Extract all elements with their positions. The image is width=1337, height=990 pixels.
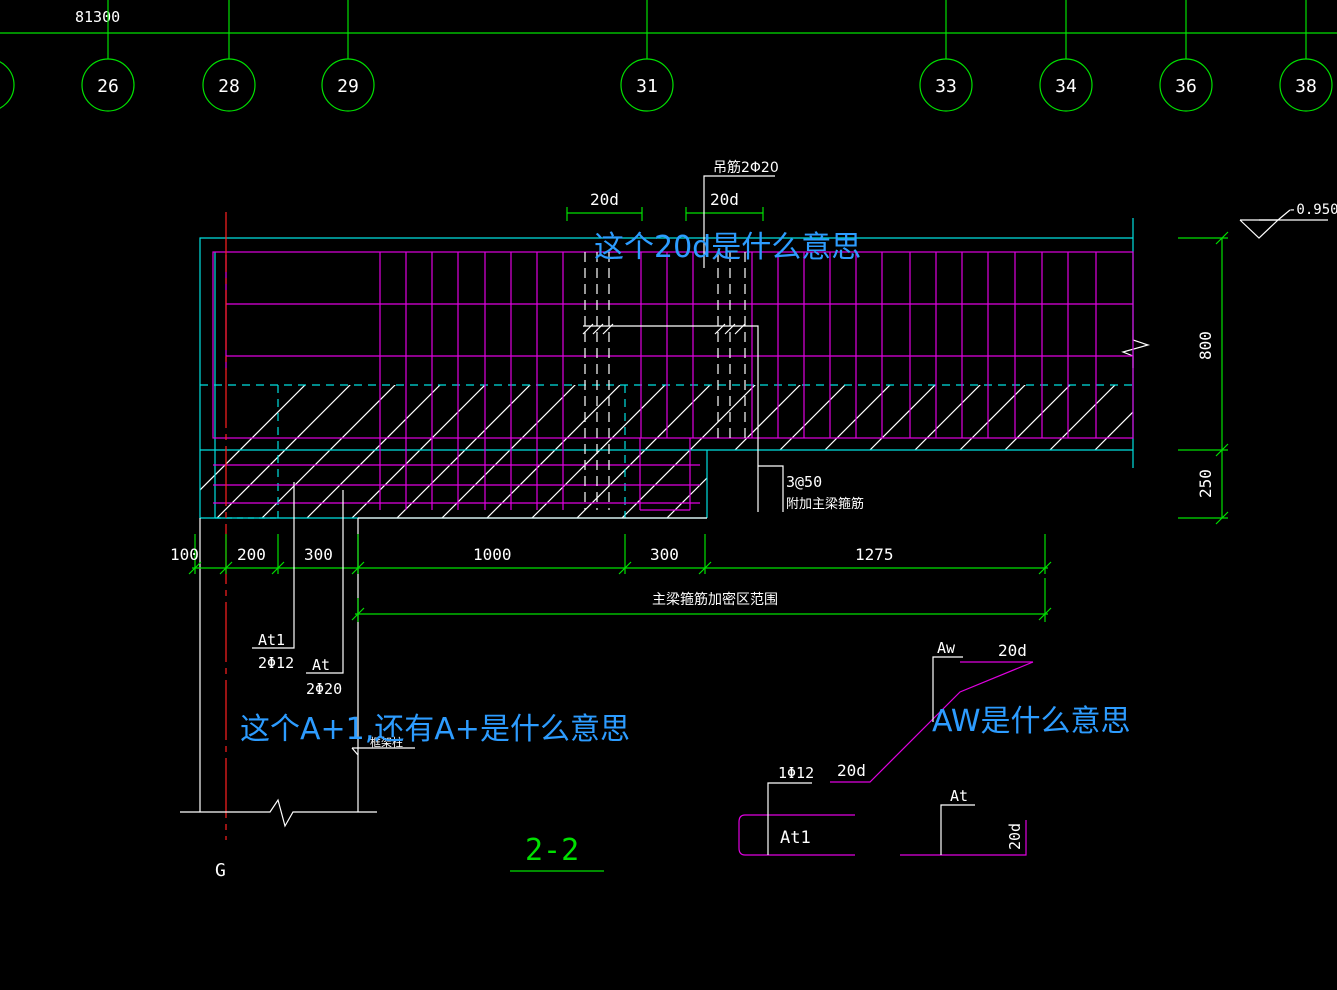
column-label: 框架柱 — [370, 735, 403, 749]
grid-label-g: G — [215, 860, 226, 881]
question-at: 这个A+1,还有A+是什么意思 — [240, 712, 630, 747]
dim-1275: 1275 — [855, 545, 894, 564]
dim-20d-right: 20d — [710, 190, 739, 209]
bar-details: Aw 20d 20d 1Φ12 At1 At 20d — [738, 639, 1034, 856]
axis-bubble — [919, 58, 973, 112]
dim-300-left: 300 — [304, 545, 333, 564]
hanger-label: 吊筋2Φ20 — [713, 159, 779, 176]
detail-aw: Aw — [937, 639, 956, 657]
stirrup-note: 3@50 附加主梁箍筋 — [758, 465, 864, 512]
frame-column: 框架柱 G — [180, 517, 707, 881]
detail-at1: At1 — [780, 828, 811, 848]
elevation-marker: -0.950 — [1239, 202, 1337, 239]
section-title: 2-2 — [510, 833, 604, 872]
right-dimensions: 800 250 — [1178, 231, 1229, 525]
axis-label: 36 — [1175, 76, 1197, 97]
axis-bubble — [81, 58, 135, 112]
detail-1phi12: 1Φ12 — [778, 764, 814, 782]
axis-label: 26 — [97, 76, 119, 97]
stirrup-spacing: 3@50 — [786, 473, 822, 491]
axis-label: 31 — [636, 76, 658, 97]
at1-label: At1 — [258, 631, 285, 649]
axis-total-dim: 81300 — [75, 8, 120, 26]
section-title-text: 2-2 — [525, 833, 579, 868]
dim-20d-left: 20d — [590, 190, 619, 209]
axis-bubble — [620, 58, 674, 112]
detail-aw-20d-top: 20d — [998, 641, 1027, 660]
question-20d: 这个20d是什么意思 — [594, 230, 862, 265]
dim-300-right: 300 — [650, 545, 679, 564]
at1-bar: 2Φ12 — [258, 654, 294, 672]
dim-200: 200 — [237, 545, 266, 564]
bottom-dimensions: 100 200 300 1000 300 1275 主梁箍筋加密区范围 — [170, 534, 1052, 622]
detail-at-20d: 20d — [1006, 823, 1024, 850]
at-label: At — [312, 656, 330, 674]
axis-grid: 81300 26 28 29 31 33 34 36 38 — [0, 0, 1337, 112]
question-aw: AW是什么意思 — [932, 704, 1131, 739]
axis-label: 29 — [337, 76, 359, 97]
axis-label: 28 — [218, 76, 240, 97]
detail-aw-20d-bottom: 20d — [837, 761, 866, 780]
axis-bubble — [202, 58, 256, 112]
elevation-value: -0.950 — [1288, 202, 1337, 218]
dense-zone-label: 主梁箍筋加密区范围 — [652, 591, 778, 608]
at-leaders: At1 2Φ12 At 2Φ20 — [252, 482, 344, 698]
stirrup-desc: 附加主梁箍筋 — [786, 496, 864, 512]
dim-1000: 1000 — [473, 545, 512, 564]
axis-bubble — [1159, 58, 1213, 112]
beam-section — [199, 212, 1151, 840]
axis-label: 38 — [1295, 76, 1317, 97]
axis-bubble — [1039, 58, 1093, 112]
top-annotations: 20d 20d 吊筋2Φ20 — [566, 159, 779, 268]
axis-label: 33 — [935, 76, 957, 97]
axis-label: 34 — [1055, 76, 1077, 97]
dim-250: 250 — [1196, 469, 1215, 498]
dim-100: 100 — [170, 545, 199, 564]
detail-at: At — [950, 787, 968, 805]
at-bar: 2Φ20 — [306, 680, 342, 698]
dim-800: 800 — [1196, 331, 1215, 360]
axis-bubble — [1279, 58, 1333, 112]
axis-bubble — [321, 58, 375, 112]
